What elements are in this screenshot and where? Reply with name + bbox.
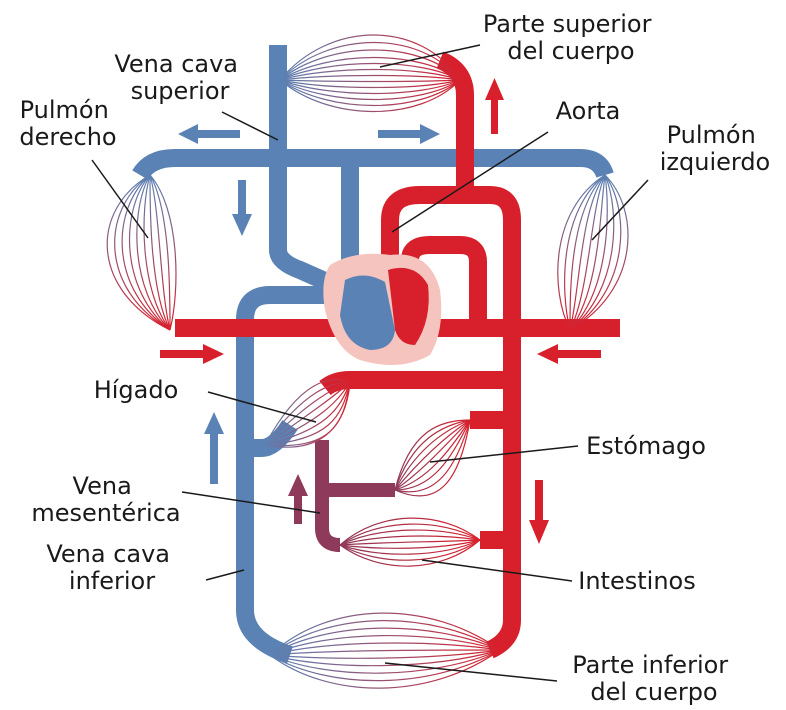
inferior-vena-cava-vessel: [245, 295, 345, 655]
leader-upper-body: [380, 45, 480, 67]
label-mesenteric-vein: Vena mesentérica: [31, 472, 180, 527]
leader-lines: [92, 45, 648, 681]
arrow-right-pulmonary-vein: [160, 344, 224, 364]
label-inferior-vena-cava: Vena cava inferior: [46, 540, 177, 595]
label-liver: Hígado: [94, 376, 179, 404]
portal-system: [322, 440, 395, 545]
label-stomach: Estómago: [586, 432, 706, 460]
label-superior-vena-cava: Vena cava superior: [114, 50, 245, 105]
pulmonary-artery-left: [350, 158, 605, 175]
heart: [323, 254, 441, 365]
capillary-left-lung: [558, 175, 628, 330]
capillary-stomach: [395, 420, 470, 496]
hepatic-artery: [325, 380, 512, 388]
arrow-up-inferior-vena-cava: [204, 412, 224, 484]
capillary-intestines: [340, 518, 480, 566]
capillary-lower-body: [270, 613, 500, 688]
arrow-down-pulmonary: [232, 180, 252, 236]
arrow-up-upper-body: [485, 78, 504, 134]
label-intestines: Intestinos: [578, 567, 695, 595]
capillary-right-lung: [107, 175, 176, 330]
arrow-left-pulmonary-vein: [537, 344, 601, 364]
leader-intestines: [422, 560, 572, 581]
arrow-down-aorta: [529, 480, 549, 544]
label-aorta: Aorta: [556, 97, 621, 125]
arrow-left-pulmonary: [178, 124, 240, 144]
label-right-lung: Pulmón derecho: [19, 96, 116, 151]
capillary-upper-body: [280, 35, 460, 112]
arrow-up-mesenteric: [288, 474, 308, 524]
label-lower-body: Parte inferior del cuerpo: [572, 651, 736, 706]
pulmonary-artery-right: [140, 158, 350, 175]
arrow-right-pulmonary: [378, 124, 440, 144]
label-upper-body: Parte superior del cuerpo: [483, 10, 659, 65]
label-left-lung: Pulmón izquierdo: [660, 121, 771, 176]
